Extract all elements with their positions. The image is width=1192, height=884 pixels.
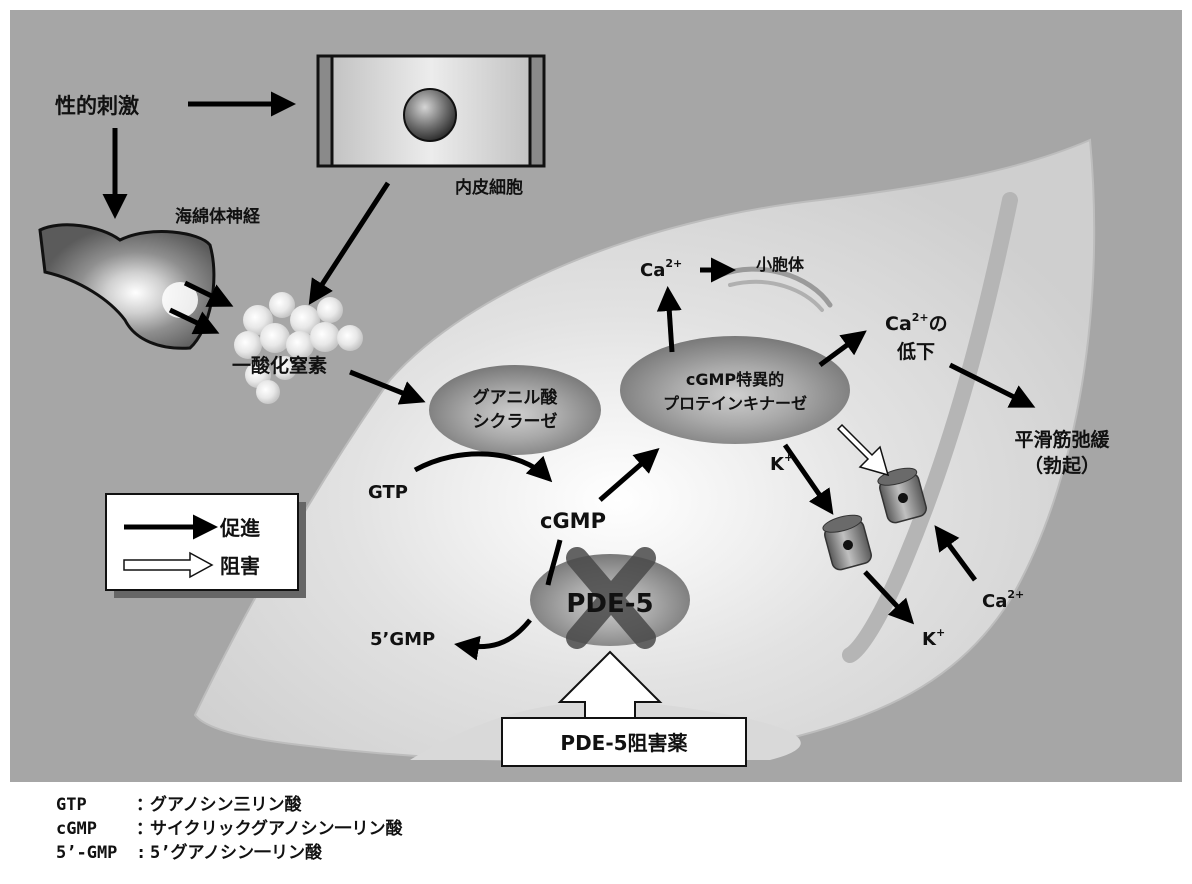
arrow-endothelium-to-no [308, 181, 391, 306]
inhibitor-box: PDE-5阻害薬 [501, 717, 747, 767]
pkg-oval [620, 336, 850, 444]
pde5-inhibited-x-icon [566, 547, 656, 649]
label-stimulus: 性的刺激 [55, 94, 139, 118]
arrow-nerve-to-no-1 [183, 280, 234, 307]
arrow-ca-to-ca-channel [934, 525, 978, 582]
label-k-bottom: K+ [922, 626, 945, 650]
label-cavernous-nerve: 海綿体神経 [175, 206, 261, 227]
label-relaxation-line2: （勃起） [1024, 454, 1100, 477]
label-5gmp: 5’GMP [370, 629, 435, 650]
label-pde5: PDE-5 [566, 589, 653, 619]
label-pkg-line1: cGMP特異的 [686, 370, 784, 389]
label-ca-top-symbol: Ca [640, 260, 665, 281]
guanylate-cyclase-oval [429, 365, 601, 455]
k-channel-shape [822, 514, 872, 571]
label-pkg-line2: プロテインキナーゼ [663, 394, 807, 413]
abbreviation-row: cGMP ：サイクリックグアノシン一リン酸 [56, 817, 402, 841]
label-cgmp: cGMP [540, 509, 606, 533]
arrow-k-channel-to-k [863, 570, 915, 625]
label-inhibitor: PDE-5阻害薬 [560, 731, 687, 755]
legend-promote-label: 促進 [219, 516, 260, 540]
arrow-ca-decrease-to-relaxation [948, 362, 1036, 408]
arrow-cgmp-to-pkg [598, 448, 660, 502]
arrow-pkg-to-k-channel [782, 443, 834, 515]
arrow-pkg-to-ca-decrease [818, 330, 867, 368]
arrow-pkg-inhibits-ca-channel [836, 423, 890, 477]
abbr-separator: ： [136, 795, 153, 815]
label-gc-line2: シクラーゼ [473, 411, 558, 432]
abbr-meaning: 5’グアノシン一リン酸 [150, 843, 322, 863]
arrow-pkg-to-ca [656, 286, 682, 353]
label-ca-top: Ca2+ [640, 257, 682, 281]
abbr-separator: : [136, 843, 147, 863]
abbr-term: cGMP [56, 819, 97, 839]
endothelial-cell-shape [316, 54, 546, 168]
arrow-pde5-to-5gmp [454, 618, 532, 661]
cavernous-nerve-terminal [38, 223, 216, 350]
cell-membrane-band [842, 192, 1018, 663]
promote-arrows [102, 91, 1036, 661]
label-er: 小胞体 [756, 255, 805, 274]
legend-inhibit-arrow [123, 551, 214, 579]
ca-channel-shape [877, 467, 927, 524]
label-gtp: GTP [368, 482, 408, 503]
abbr-term: GTP [56, 795, 87, 815]
legend: 促進 阻害 [105, 493, 306, 598]
label-ca-top-charge: 2+ [665, 257, 682, 270]
abbr-term: 5’-GMP [56, 843, 118, 863]
label-ca-decrease-line2: 低下 [896, 340, 935, 363]
arrow-cgmp-to-pde5 [545, 539, 563, 586]
abbr-separator: ： [136, 819, 153, 839]
arrow-no-to-gc [349, 369, 426, 405]
label-ca-bottom: Ca2+ [982, 588, 1024, 612]
label-k-top: K+ [770, 451, 793, 475]
arrow-nerve-to-no-2 [168, 307, 220, 335]
arrow-gtp-to-cgmp [413, 451, 553, 483]
label-endothelial-cell: 内皮細胞 [455, 177, 523, 198]
label-relaxation-line1: 平滑筋弛緩 [1014, 428, 1110, 451]
label-nitric-oxide: 一酸化窒素 [232, 354, 327, 377]
abbreviation-list: GTP：グアノシン三リン酸 cGMP：サイクリックグアノシン一リン酸 5’-GM… [56, 793, 402, 865]
abbreviation-row: GTP ：グアノシン三リン酸 [56, 793, 402, 817]
legend-inhibit-label: 阻害 [220, 554, 260, 578]
abbr-meaning: サイクリックグアノシン一リン酸 [150, 819, 403, 839]
abbr-meaning: グアノシン三リン酸 [150, 795, 302, 815]
label-gc-line1: グアニル酸 [473, 387, 559, 408]
abbreviation-row: 5’-GMP:5’グアノシン一リン酸 [56, 841, 402, 865]
label-ca-decrease-line1: Ca2+の [885, 311, 948, 335]
